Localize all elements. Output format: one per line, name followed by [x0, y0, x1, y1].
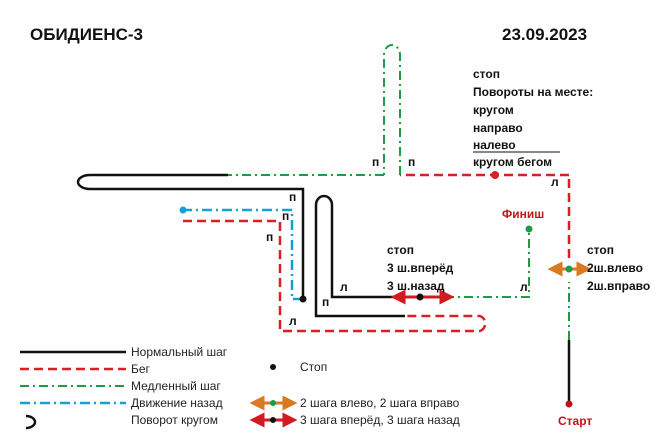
legend-side-steps-dot	[270, 400, 276, 406]
note-top-line: кругом бегом	[473, 155, 552, 169]
note-right-line: стоп	[587, 243, 614, 257]
path-backward	[183, 208, 303, 301]
turn-label-left: л	[289, 314, 297, 328]
legend-side-steps-label: 2 шага влево, 2 шага вправо	[300, 396, 460, 410]
turn-label-right: п	[372, 155, 379, 169]
start-marker	[565, 400, 573, 408]
note-top-line: налево	[473, 138, 516, 152]
about-turn-icon	[25, 414, 37, 430]
legend-backward-label: Движение назад	[131, 396, 223, 410]
path-slow-uturn-top	[383, 44, 401, 175]
turn-label-right: п	[266, 230, 273, 244]
course-date: 23.09.2023	[502, 25, 587, 44]
turn-label-right: п	[408, 155, 415, 169]
legend: Нормальный шаг Бег Медленный шаг Движени…	[20, 345, 460, 430]
side-steps-stop	[565, 265, 573, 273]
note-top-line: Повороты на месте:	[473, 85, 593, 99]
turn-label-left: л	[551, 175, 559, 189]
note-right-line: 2ш.вправо	[587, 279, 650, 293]
turn-label-left: л	[520, 280, 528, 294]
forward-back-stop	[416, 293, 424, 301]
turn-label-right: п	[282, 209, 289, 223]
note-mid-line: 3 ш.назад	[387, 279, 445, 293]
stop-point-top	[491, 171, 499, 179]
note-top-line: направо	[473, 121, 523, 135]
path-slow-finish	[445, 229, 530, 298]
legend-forward-back-dot	[270, 417, 276, 423]
note-mid-line: 3 ш.вперёд	[387, 261, 454, 275]
legend-normal-label: Нормальный шаг	[131, 345, 228, 359]
note-right-line: 2ш.влево	[587, 261, 643, 275]
start-label: Старт	[558, 414, 592, 428]
legend-about-turn-label: Поворот кругом	[131, 413, 218, 427]
backward-start-dot	[179, 206, 187, 214]
turn-label-right: п	[322, 295, 329, 309]
path-normal-about-turn	[76, 173, 305, 299]
path-run-bottom	[183, 219, 487, 333]
legend-run-label: Бег	[131, 362, 151, 376]
turn-label-left: л	[340, 280, 348, 294]
finish-label: Финиш	[502, 207, 544, 221]
legend-slow-label: Медленный шаг	[131, 379, 221, 393]
note-top: стоп Повороты на месте: кругом направо н…	[473, 67, 593, 169]
stop-dot-icon	[270, 364, 276, 370]
note-middle: стоп 3 ш.вперёд 3 ш.назад	[387, 243, 454, 293]
note-mid-line: стоп	[387, 243, 414, 257]
note-top-line: кругом	[473, 103, 514, 117]
legend-stop-label: Стоп	[300, 360, 327, 374]
legend-forward-back-label: 3 шага вперёд, 3 шага назад	[300, 413, 460, 427]
note-top-line: стоп	[473, 67, 500, 81]
path-normal-inner	[314, 194, 405, 318]
course-title: ОБИДИЕНС-3	[30, 25, 143, 44]
stop-point-inner	[299, 295, 307, 303]
note-right: стоп 2ш.влево 2ш.вправо	[587, 243, 650, 293]
finish-marker	[525, 225, 533, 233]
turn-label-right: п	[289, 190, 296, 204]
